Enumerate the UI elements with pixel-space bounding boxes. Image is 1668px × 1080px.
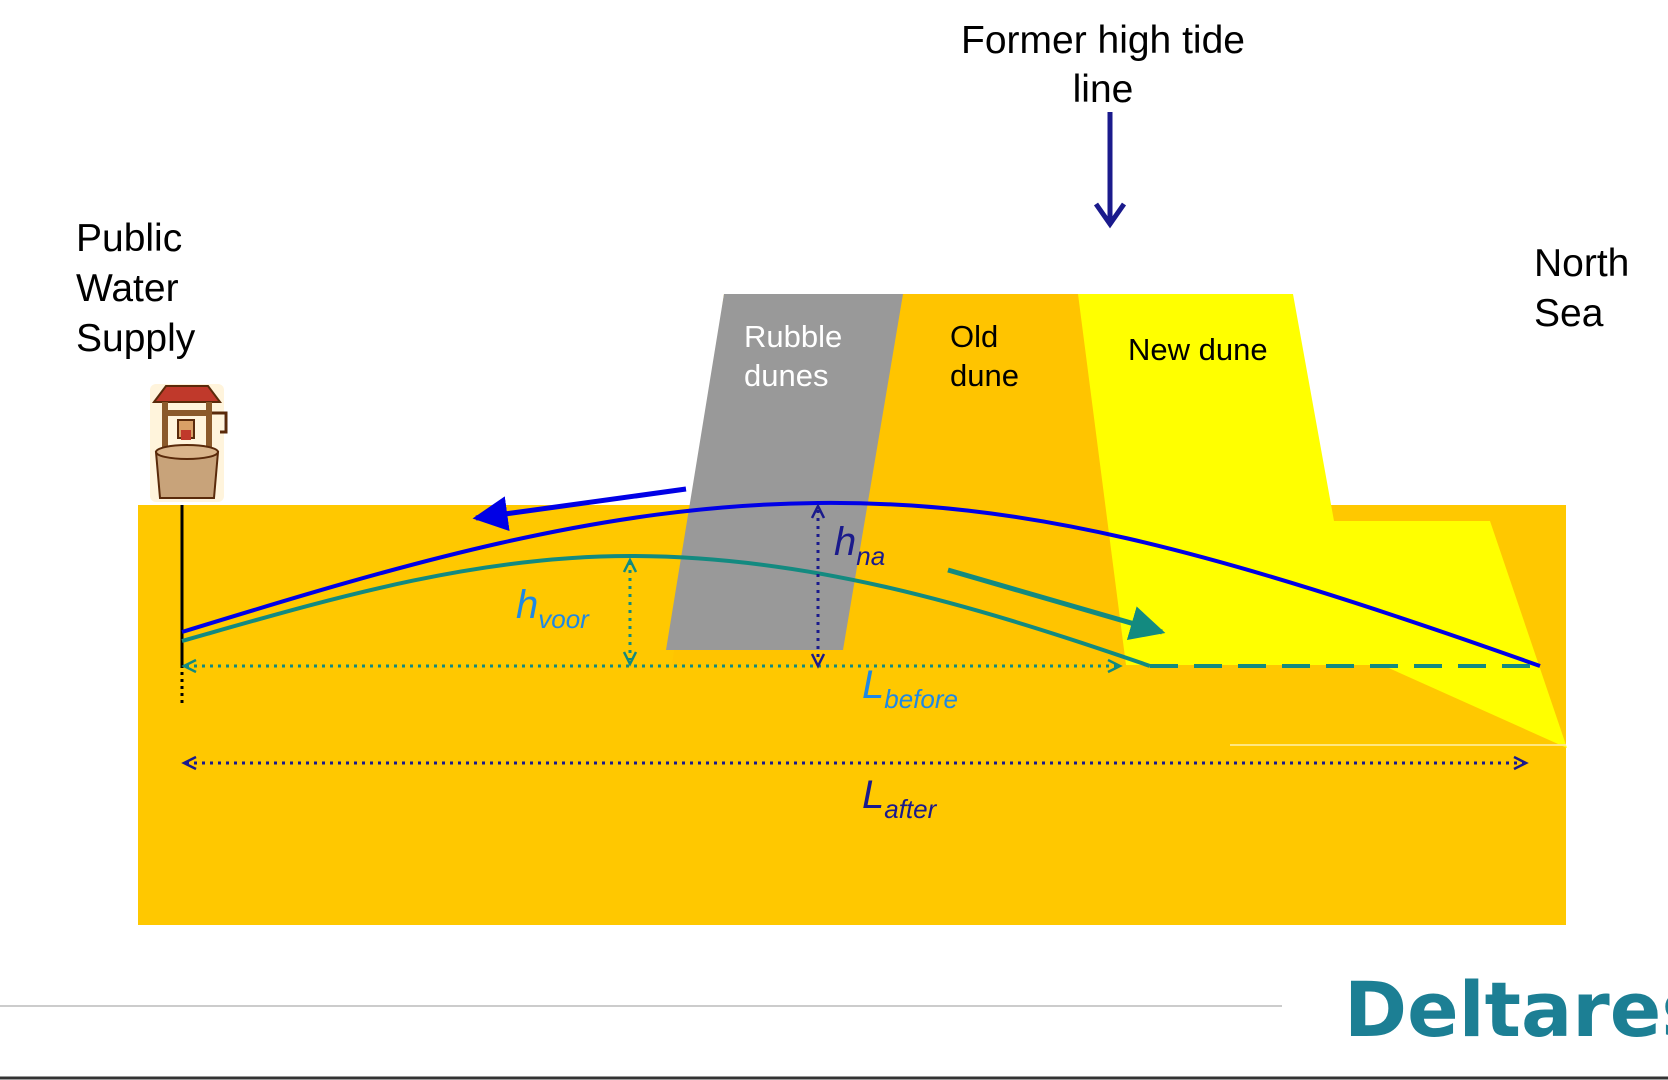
l-before-symbol: Lbefore <box>862 663 958 714</box>
l-after-sub: after <box>884 794 937 824</box>
water-supply-label-line2: Water <box>76 267 179 310</box>
old-dune-label-line1: Old <box>950 319 998 354</box>
old-dune-label-line2: dune <box>950 358 1019 393</box>
l-after-left-head <box>181 755 197 771</box>
north-sea-label-line2: Sea <box>1534 292 1604 335</box>
water-table-after <box>181 500 1541 668</box>
deltares-logo: Deltares <box>1344 965 1668 1054</box>
l-before-left-head <box>181 658 197 674</box>
new-dune-label: New dune <box>1128 332 1268 367</box>
former-tide-label-line2: line <box>1073 68 1134 111</box>
h-na-bottom-head <box>810 653 826 669</box>
arrow-down-head <box>1093 202 1127 229</box>
h-voor-top-head <box>622 557 638 573</box>
water-well-icon <box>150 384 228 502</box>
flow-arrow-seaward <box>947 567 1166 641</box>
water-supply-label-line1: Public <box>76 217 182 260</box>
former-tide-label-line1: Former high tide <box>961 19 1245 62</box>
north-sea-label-line1: North <box>1534 242 1629 285</box>
h-voor-sub: voor <box>538 604 590 634</box>
flow-arrow-inland <box>472 486 687 532</box>
l-after-main: L <box>862 773 884 817</box>
h-voor-symbol: hvoor <box>516 583 590 634</box>
l-after-symbol: Lafter <box>862 773 938 824</box>
h-na-sub: na <box>856 541 885 571</box>
l-after-right-head <box>1513 755 1529 771</box>
h-na-symbol: hna <box>834 520 885 571</box>
h-na-top-head <box>810 503 826 519</box>
water-supply-label-line3: Supply <box>76 317 196 360</box>
water-table-before <box>181 553 1151 668</box>
l-before-main: L <box>862 663 884 707</box>
h-voor-bottom-head <box>622 651 638 667</box>
l-before-right-head <box>1107 658 1123 674</box>
h-na-main: h <box>834 520 856 564</box>
l-before-sub: before <box>884 684 958 714</box>
h-voor-main: h <box>516 583 538 627</box>
rubble-dunes-label-line2: dunes <box>744 358 828 393</box>
rubble-dunes-label-line1: Rubble <box>744 319 842 354</box>
